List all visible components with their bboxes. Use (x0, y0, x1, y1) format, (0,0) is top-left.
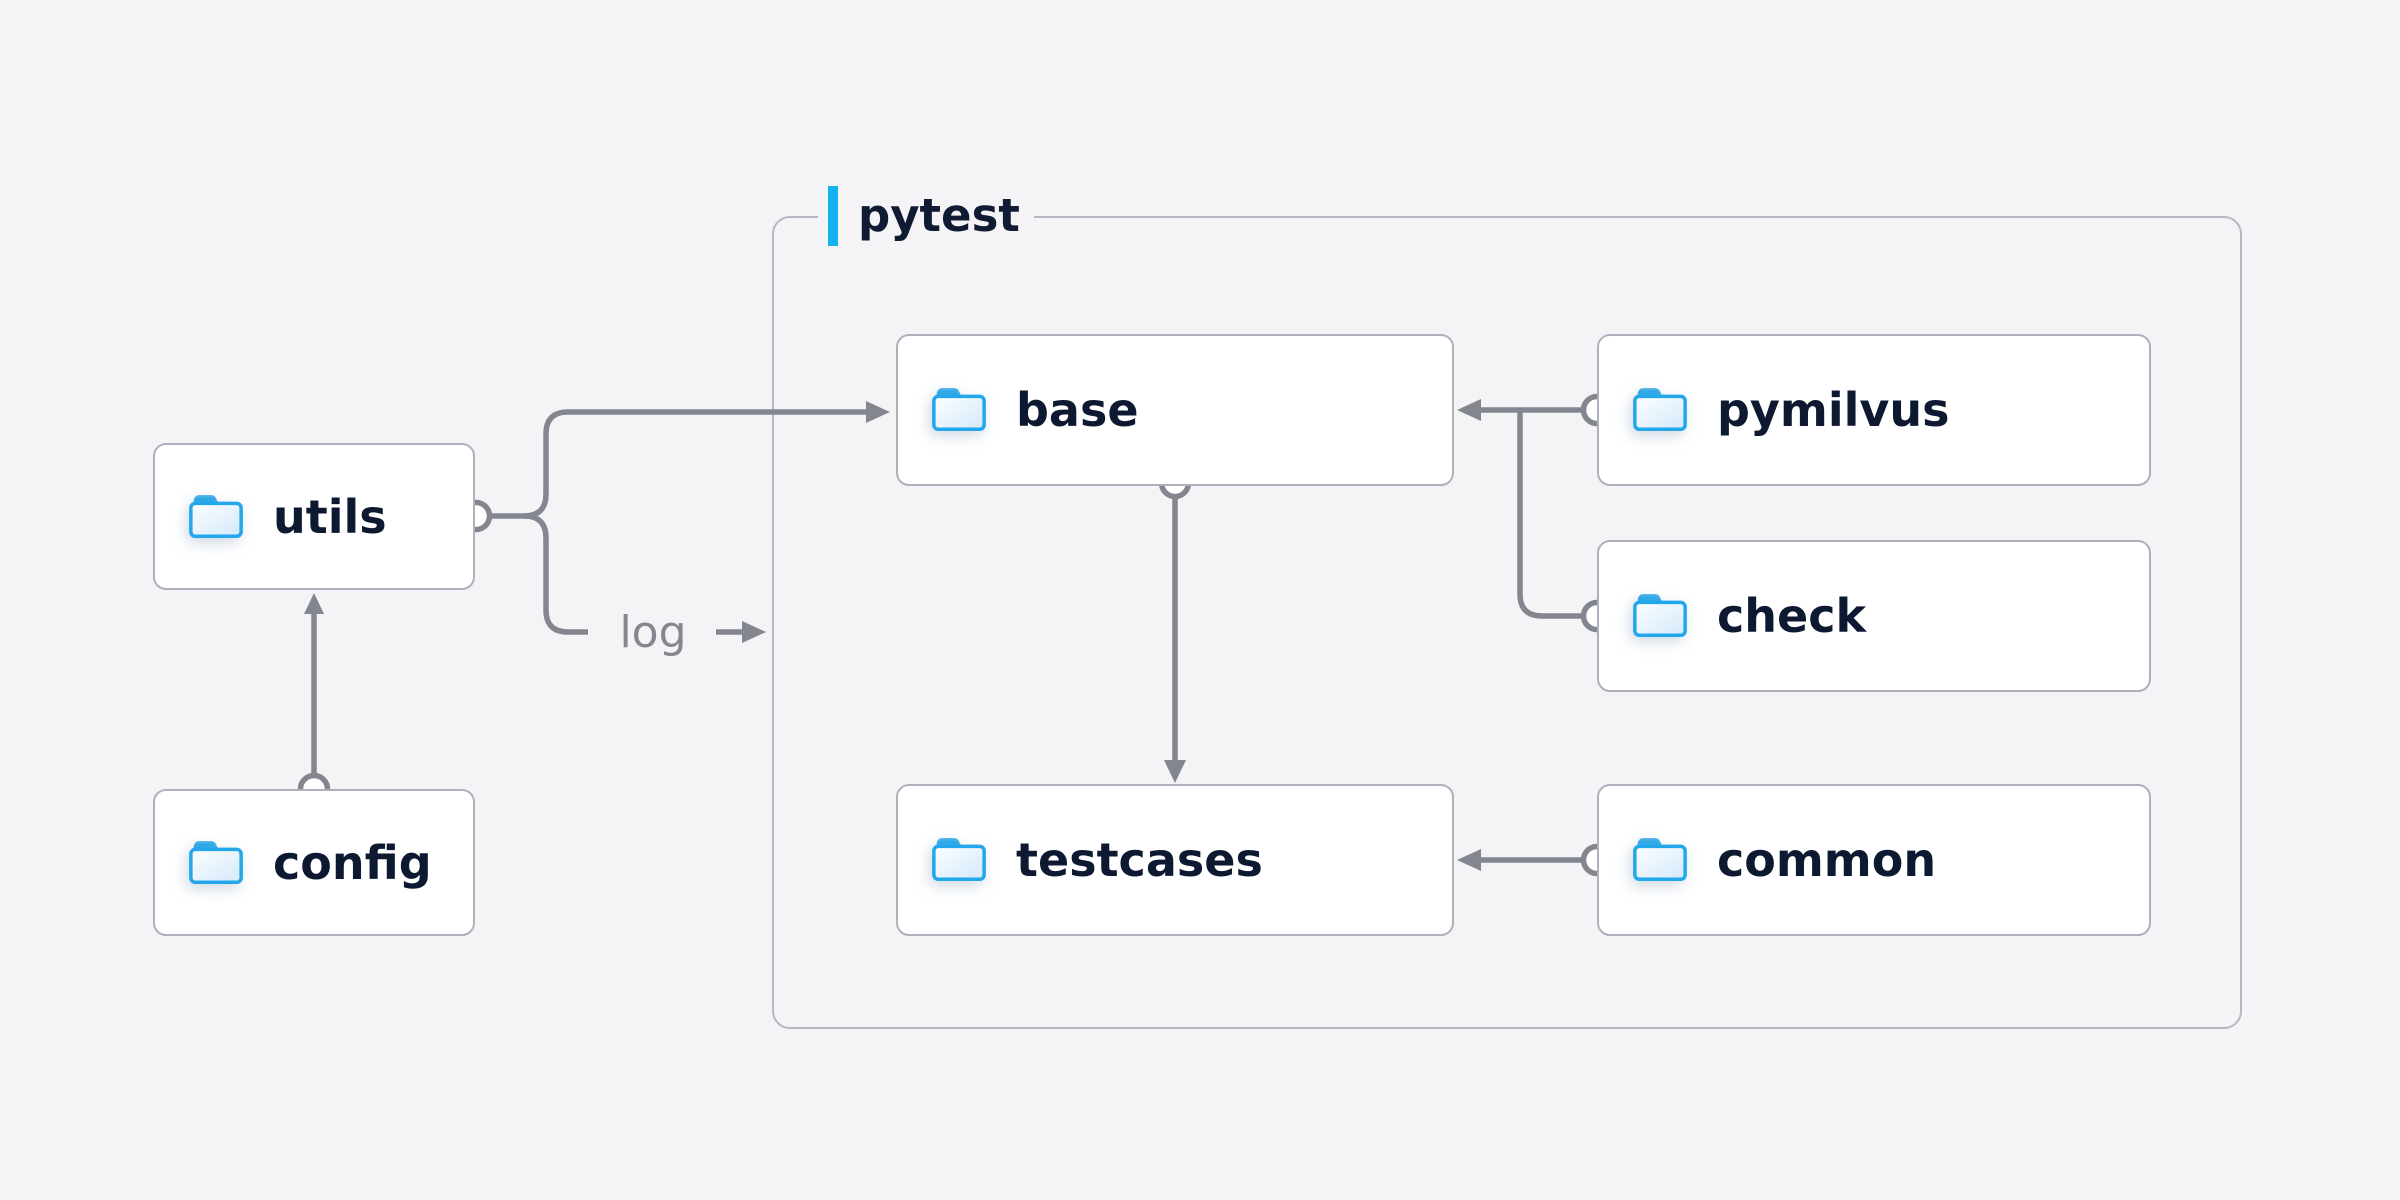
node-check-label: check (1717, 589, 1867, 643)
node-check: check (1597, 540, 2151, 692)
node-utils-label: utils (273, 489, 387, 544)
folder-icon-slot (930, 833, 988, 887)
folder-icon (932, 388, 986, 432)
node-pymilvus-label: pymilvus (1717, 383, 1950, 437)
edge-label-log: log (619, 607, 687, 658)
folder-icon-slot (1631, 383, 1689, 437)
edge-config-utils (297, 593, 331, 806)
node-testcases-label: testcases (1016, 833, 1263, 887)
folder-icon (1633, 838, 1687, 882)
node-common: common (1597, 784, 2151, 936)
node-utils: utils (153, 443, 475, 590)
node-base: base (896, 334, 1454, 486)
folder-icon-slot (187, 490, 245, 544)
node-config: config (153, 789, 475, 936)
pytest-group-container (772, 216, 2242, 1029)
node-pymilvus: pymilvus (1597, 334, 2151, 486)
folder-icon (189, 494, 243, 538)
folder-icon (1633, 388, 1687, 432)
node-base-label: base (1016, 383, 1139, 437)
node-testcases: testcases (896, 784, 1454, 936)
pytest-group-label: pytest (818, 184, 1034, 248)
folder-icon-slot (1631, 833, 1689, 887)
folder-icon-slot (1631, 589, 1689, 643)
node-config-label: config (273, 835, 432, 890)
folder-icon (1633, 594, 1687, 638)
folder-icon-slot (187, 836, 245, 890)
pytest-group-title: pytest (858, 189, 1020, 242)
folder-icon (189, 840, 243, 884)
folder-icon-slot (930, 383, 988, 437)
node-common-label: common (1717, 833, 1937, 887)
accent-bar (828, 186, 838, 246)
folder-icon (932, 838, 986, 882)
